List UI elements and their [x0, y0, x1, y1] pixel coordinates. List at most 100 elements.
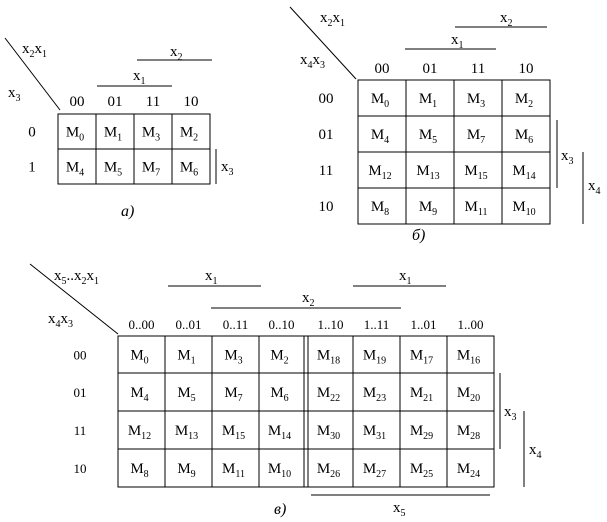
c-cell-1-6: M21 [410, 385, 433, 404]
b-cell-0-2: M3 [467, 91, 485, 110]
c-cell-2-6: M29 [410, 423, 433, 442]
b-cell-2-2: M15 [464, 163, 487, 182]
a-col-code-1: 01 [108, 94, 123, 110]
map-a-caption: а) [121, 203, 134, 220]
b-cell-2-1: M13 [416, 163, 439, 182]
a-row-code-1: 1 [28, 160, 36, 176]
map-a-x3-span-label: x3 [221, 159, 234, 178]
map-b-corner-left-label: x4x3 [300, 52, 325, 71]
c-cell-1-1: M5 [177, 385, 195, 404]
c-cell-2-4: M30 [317, 423, 340, 442]
c-cell-1-4: M22 [317, 385, 340, 404]
c-cell-2-2: M15 [222, 423, 245, 442]
map-a-x2-span-label: x2 [170, 44, 183, 63]
c-cell-2-0: M12 [128, 423, 151, 442]
a-cell-1-1: M5 [104, 160, 122, 179]
map-b-x4-span-label: x4 [588, 178, 601, 197]
map-b-caption: б) [412, 227, 425, 244]
b-row-code-2: 11 [319, 163, 333, 179]
c-cell-0-7: M16 [457, 348, 480, 367]
map-a-corner-diagonal [4, 37, 61, 111]
c-cell-3-1: M9 [177, 461, 195, 480]
c-cell-1-3: M6 [270, 385, 288, 404]
b-cell-0-3: M2 [515, 91, 533, 110]
c-col-code-0: 0..00 [129, 317, 155, 332]
map-c-x4-span-label: x4 [529, 442, 542, 461]
c-cell-0-2: M3 [224, 348, 242, 367]
b-col-code-3: 10 [519, 61, 534, 77]
map-c-corner-diagonal [29, 263, 119, 335]
b-cell-3-1: M9 [419, 199, 437, 218]
map-b-corner-top-label: x2x1 [320, 10, 345, 29]
c-cell-2-7: M28 [457, 423, 480, 442]
c-cell-3-3: M10 [268, 461, 291, 480]
c-cell-3-7: M24 [457, 461, 480, 480]
c-cell-3-0: M8 [130, 461, 148, 480]
c-cell-3-4: M26 [317, 461, 340, 480]
c-cell-2-1: M13 [175, 423, 198, 442]
b-cell-1-3: M6 [515, 127, 533, 146]
a-col-code-3: 10 [184, 94, 199, 110]
c-cell-0-1: M1 [177, 348, 195, 367]
map-b-corner-diagonal [289, 6, 357, 80]
a-cell-1-2: M7 [142, 160, 160, 179]
c-col-code-1: 0..01 [176, 317, 202, 332]
map-a-corner-left-label: x3 [8, 85, 21, 104]
b-col-code-1: 01 [423, 61, 438, 77]
c-cell-1-2: M7 [224, 385, 242, 404]
map-c-x1-left-span-label: x1 [205, 268, 218, 287]
c-cell-3-5: M27 [363, 461, 386, 480]
map-b-x2-span-label: x2 [500, 10, 513, 29]
c-col-code-5: 1..11 [364, 317, 390, 332]
b-cell-3-3: M10 [512, 199, 535, 218]
c-cell-0-3: M2 [270, 348, 288, 367]
map-c-x1-right-span-label: x1 [399, 268, 412, 287]
b-row-code-0: 00 [319, 91, 334, 107]
c-cell-2-3: M14 [268, 423, 291, 442]
map-c-x5-span-label: x5 [393, 500, 406, 519]
a-cell-1-0: M4 [66, 160, 84, 179]
c-cell-3-2: M11 [222, 461, 245, 480]
b-cell-3-2: M11 [465, 199, 488, 218]
map-a-row-codes: 01 [28, 125, 36, 176]
c-cell-0-0: M0 [130, 348, 148, 367]
a-cell-0-1: M1 [104, 125, 122, 144]
a-col-code-0: 00 [70, 94, 85, 110]
c-col-code-3: 0..10 [269, 317, 295, 332]
c-cell-0-6: M17 [410, 348, 433, 367]
a-cell-0-0: M0 [66, 125, 84, 144]
c-cell-0-5: M19 [363, 348, 386, 367]
map-c-x3-span-label: x3 [504, 404, 517, 423]
b-col-code-0: 00 [375, 61, 390, 77]
a-cell-1-3: M6 [180, 160, 198, 179]
c-row-code-3: 10 [74, 461, 87, 476]
b-row-code-1: 01 [319, 127, 334, 143]
b-cell-0-1: M1 [419, 91, 437, 110]
b-cell-2-3: M14 [512, 163, 535, 182]
a-cell-0-2: M3 [142, 125, 160, 144]
c-row-code-1: 01 [74, 385, 87, 400]
map-b-x1-span-label: x1 [451, 32, 464, 51]
c-cell-3-6: M25 [410, 461, 433, 480]
b-cell-0-0: M0 [371, 91, 389, 110]
b-cell-1-0: M4 [371, 127, 389, 146]
c-cell-0-4: M18 [317, 348, 340, 367]
b-cell-3-0: M8 [371, 199, 389, 218]
map-c-caption: в) [274, 501, 286, 518]
c-col-code-2: 0..11 [223, 317, 249, 332]
map-c-corner-top-label: x5..x2x1 [54, 268, 99, 287]
c-col-code-6: 1..01 [411, 317, 437, 332]
a-cell-0-3: M2 [180, 125, 198, 144]
c-col-code-7: 1..00 [458, 317, 484, 332]
